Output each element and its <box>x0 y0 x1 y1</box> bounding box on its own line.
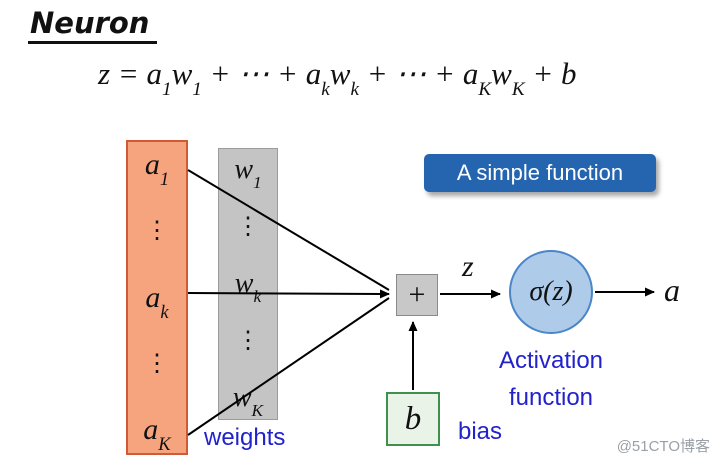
input-a1: a1 <box>144 148 170 191</box>
weights-label: weights <box>204 424 286 451</box>
activation-label-line2: function <box>508 384 594 411</box>
vertical-ellipsis: ⋮ <box>145 350 169 377</box>
sum-node: + <box>396 274 438 316</box>
page-title: Neuron <box>28 6 158 44</box>
bias-label: bias <box>458 418 503 445</box>
vertical-ellipsis: ⋮ <box>145 218 169 245</box>
vertical-ellipsis: ⋮ <box>236 328 260 354</box>
formula-part: z = a <box>98 56 162 91</box>
callout-label: A simple function <box>456 160 624 185</box>
z-label: z <box>462 250 474 283</box>
formula-subscript: 1 <box>161 79 172 101</box>
weights-box: w1 ⋮ wk ⋮ wK <box>218 148 278 420</box>
formula-subscript: K <box>478 79 492 101</box>
activation-node: σ(z) <box>509 250 593 334</box>
formula-subscript: 1 <box>192 79 202 101</box>
formula-part: w <box>329 56 351 91</box>
simple-function-callout: A simple function <box>424 154 656 192</box>
weight-wK: wK <box>232 382 264 421</box>
inputs-box: a1 ⋮ ak ⋮ aK <box>126 140 188 455</box>
formula-subscript: k <box>321 79 330 101</box>
activation-label-line1: Activation <box>498 347 604 374</box>
input-ak: ak <box>145 280 169 323</box>
output-label: a <box>664 272 680 308</box>
formula-part: w <box>171 56 193 91</box>
bias-symbol: b <box>404 400 422 437</box>
input-aK: aK <box>143 413 171 456</box>
watermark: @51CTO博客 <box>616 438 710 455</box>
neuron-formula: z = a1w1 + ⋯ + akwk + ⋯ + aKwK + b <box>98 56 577 100</box>
formula-part: + b <box>524 56 577 91</box>
bias-node: b <box>386 392 440 446</box>
formula-part: + ⋯ + a <box>358 56 479 91</box>
formula-part: + ⋯ + a <box>201 56 322 91</box>
formula-subscript: K <box>511 79 525 101</box>
activation-label: Activation function <box>486 342 616 416</box>
sigma-expression: σ(z) <box>529 276 573 307</box>
formula-part: w <box>491 56 512 91</box>
plus-icon: + <box>408 278 426 311</box>
formula-subscript: k <box>350 79 359 101</box>
weight-w1: w1 <box>234 154 262 193</box>
weight-wk: wk <box>234 268 262 307</box>
vertical-ellipsis: ⋮ <box>236 214 260 240</box>
